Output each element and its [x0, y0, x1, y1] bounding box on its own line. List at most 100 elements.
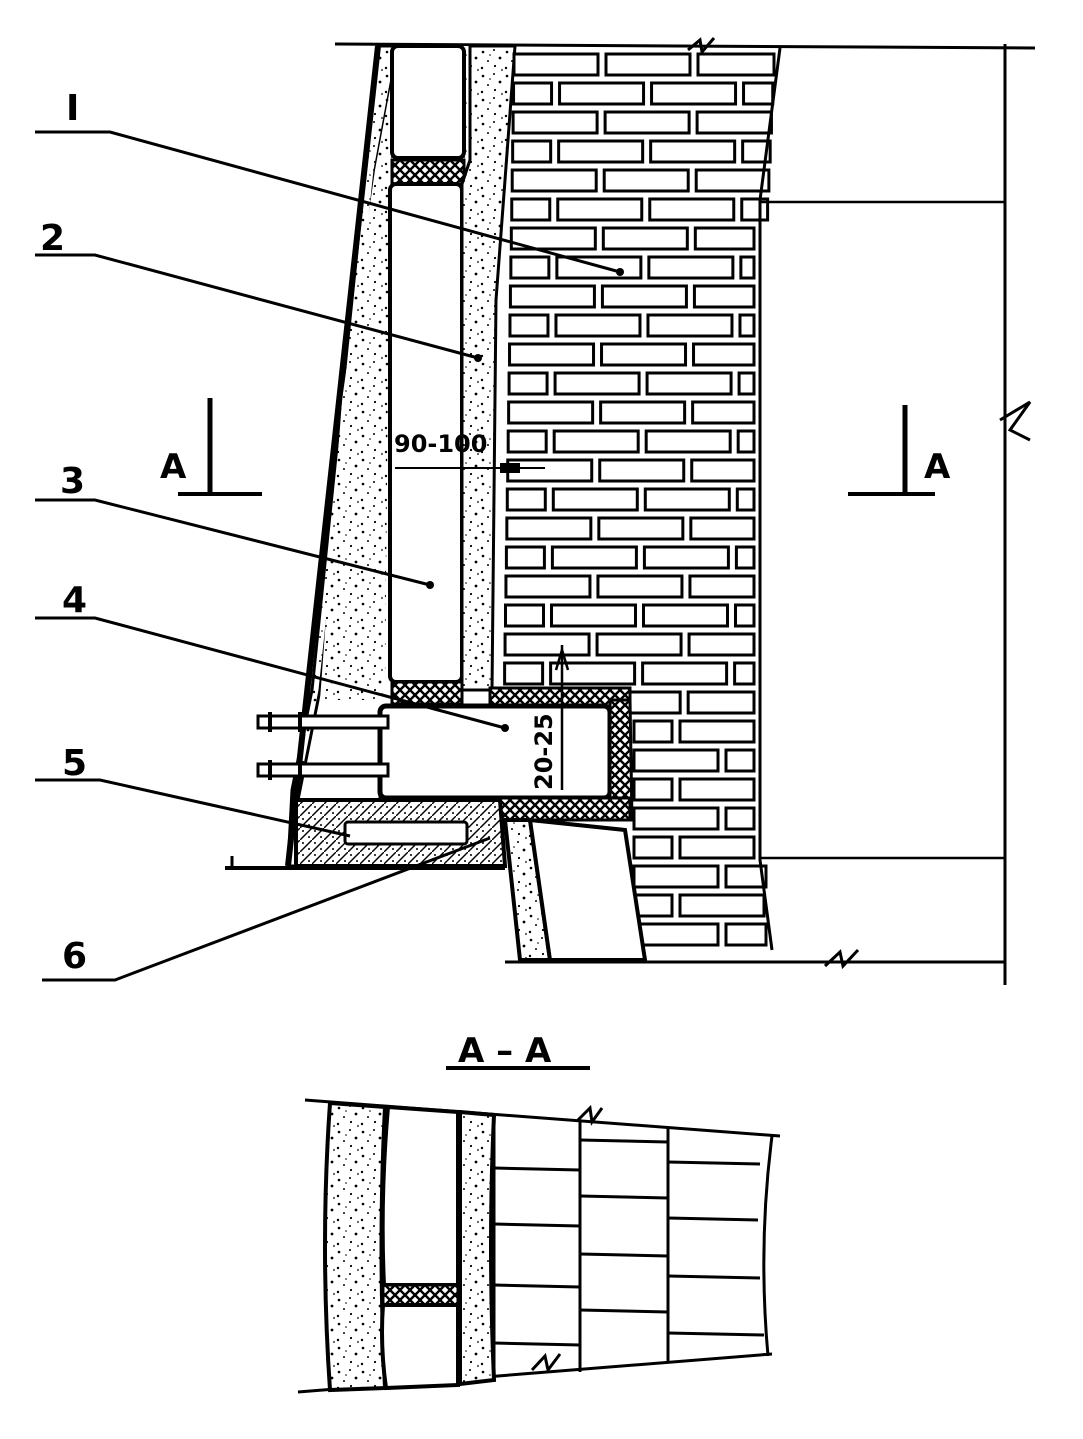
main-section: A A 90-100 20-25: [35, 37, 1036, 985]
section-mark-right: A: [924, 447, 951, 487]
section-mark-left: A: [160, 447, 187, 487]
brick: [508, 284, 596, 309]
section-cut-right: A: [848, 405, 951, 496]
brick: [511, 139, 553, 164]
dimension-beam-height-label: 20-25: [530, 713, 558, 790]
brick: [648, 197, 736, 222]
break-mark-right: [999, 400, 1032, 442]
brick: [644, 429, 732, 454]
brick: [512, 52, 600, 77]
brick: [632, 748, 720, 773]
section-a-a: A – A: [297, 1031, 781, 1394]
brick: [724, 922, 768, 947]
brick: [598, 458, 686, 483]
brick: [504, 603, 546, 628]
brick: [509, 255, 551, 280]
brick: [558, 81, 646, 106]
insulation-fill-left: [320, 46, 470, 700]
brick: [741, 139, 772, 164]
brick: [641, 661, 729, 686]
brick: [596, 574, 684, 599]
brick: [692, 284, 756, 309]
brick: [733, 661, 756, 686]
brick: [632, 922, 720, 947]
bottom-plate-slot: [343, 820, 469, 846]
air-gap-upper: [390, 44, 466, 160]
brick: [724, 864, 768, 889]
brick: [550, 545, 638, 570]
brick: [642, 603, 730, 628]
brick: [601, 226, 689, 251]
brick: [600, 284, 688, 309]
brick: [632, 806, 720, 831]
brick: [643, 487, 731, 512]
brick: [503, 661, 545, 686]
brick: [503, 632, 591, 657]
callout-1: I: [66, 88, 79, 129]
callout-labels: I 2 3 4 5 6: [40, 88, 87, 977]
brick: [724, 806, 756, 831]
leader-lines: [35, 130, 621, 982]
brick: [688, 574, 756, 599]
section-inner-insulation: [458, 1109, 497, 1387]
section-air-gap-lower: [380, 1303, 460, 1391]
brick: [737, 371, 756, 396]
brick: [504, 545, 546, 570]
brick: [507, 400, 595, 425]
brick: [686, 690, 756, 715]
callout-2: 2: [40, 218, 65, 259]
brick: [739, 255, 756, 280]
brick: [511, 110, 599, 135]
brick: [742, 81, 775, 106]
brick: [602, 168, 690, 193]
brick: [552, 429, 640, 454]
anchor-bolts: [256, 712, 390, 780]
brick: [647, 255, 735, 280]
brick: [551, 487, 639, 512]
brick: [632, 864, 720, 889]
brick: [735, 487, 756, 512]
section-bricks: [492, 1115, 774, 1380]
brick: [557, 139, 645, 164]
brick: [505, 487, 547, 512]
brick: [509, 226, 597, 251]
brick: [642, 545, 730, 570]
brick: [695, 110, 773, 135]
brick: [693, 226, 756, 251]
brick: [736, 429, 756, 454]
dimension-gap-width: 90-100: [394, 430, 545, 473]
section-air-gap-upper: [380, 1104, 460, 1287]
brick: [632, 835, 674, 860]
brick: [554, 313, 642, 338]
brick: [696, 52, 776, 77]
break-mark-top: [687, 37, 716, 56]
brick: [690, 458, 756, 483]
brick: [510, 197, 552, 222]
dimension-gap-width-label: 90-100: [394, 430, 487, 458]
brick: [678, 893, 766, 918]
brick: [678, 777, 756, 802]
brick: [738, 313, 756, 338]
brick: [603, 110, 691, 135]
brick: [678, 835, 756, 860]
brick: [597, 516, 685, 541]
brick: [556, 197, 644, 222]
brick: [649, 139, 737, 164]
brick: [734, 545, 756, 570]
support-beam: [377, 703, 613, 801]
section-outer-insulation: [323, 1100, 388, 1393]
brick: [687, 632, 756, 657]
beam-seal-right: [608, 698, 634, 822]
brick: [724, 748, 756, 773]
brick: [506, 429, 548, 454]
callout-6: 6: [62, 936, 87, 977]
brick: [604, 52, 692, 77]
brick: [595, 632, 683, 657]
air-gap-separator: [390, 158, 466, 186]
brick: [505, 516, 593, 541]
dimension-beam-height: 20-25: [530, 645, 570, 790]
brick: [549, 661, 637, 686]
brick: [600, 342, 688, 367]
brick: [506, 458, 594, 483]
